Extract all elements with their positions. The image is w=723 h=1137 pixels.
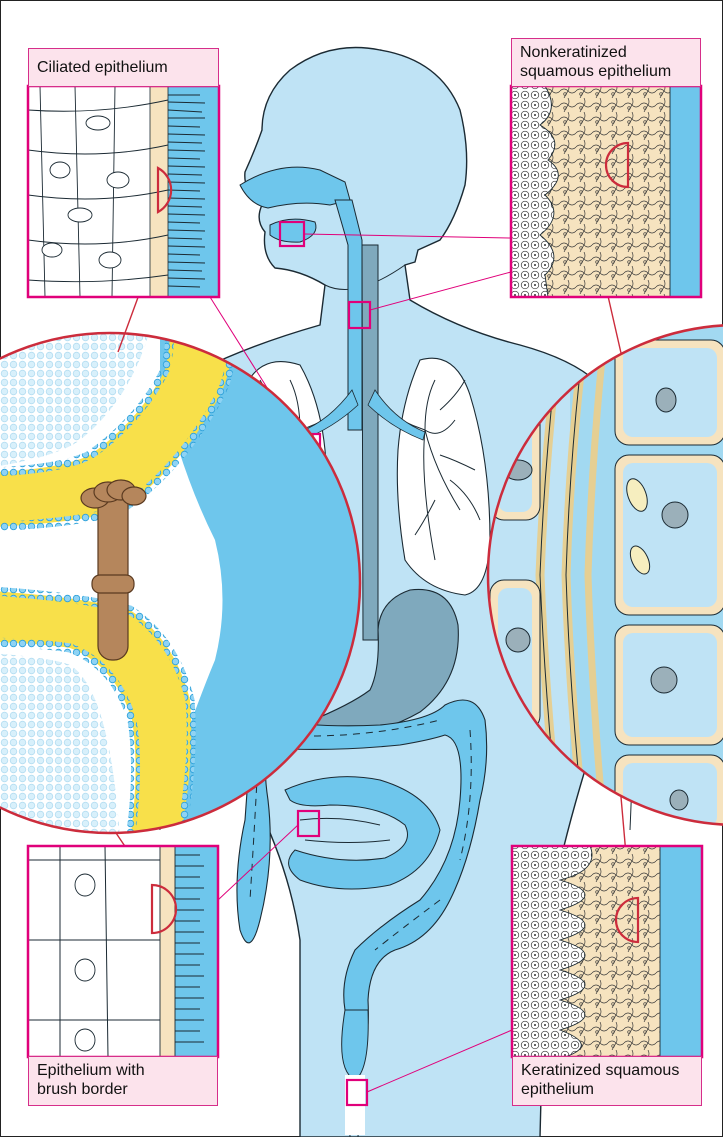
label-keratinized-line2: epithelium xyxy=(521,1080,693,1099)
inset-keratinized xyxy=(512,846,702,1057)
label-keratinized-line1: Keratinized squamous xyxy=(521,1061,693,1080)
label-ciliated-text: Ciliated epithelium xyxy=(37,53,210,83)
label-brush-line2: brush border xyxy=(37,1080,209,1099)
label-brush-line1: Epithelium with xyxy=(37,1061,209,1080)
label-nonkeratinized-line2: squamous epithelium xyxy=(520,62,692,81)
label-ciliated-epithelium: Ciliated epithelium xyxy=(28,48,219,87)
inset-brush-border xyxy=(28,846,218,1057)
label-nonkeratinized-epithelium: Nonkeratinized squamous epithelium xyxy=(511,38,701,87)
label-brush-border-epithelium: Epithelium with brush border xyxy=(28,1056,218,1106)
label-keratinized-epithelium: Keratinized squamous epithelium xyxy=(512,1056,702,1106)
inset-nonkeratinized xyxy=(511,86,701,297)
inset-ciliated xyxy=(28,86,219,297)
label-nonkeratinized-line1: Nonkeratinized xyxy=(520,43,692,62)
